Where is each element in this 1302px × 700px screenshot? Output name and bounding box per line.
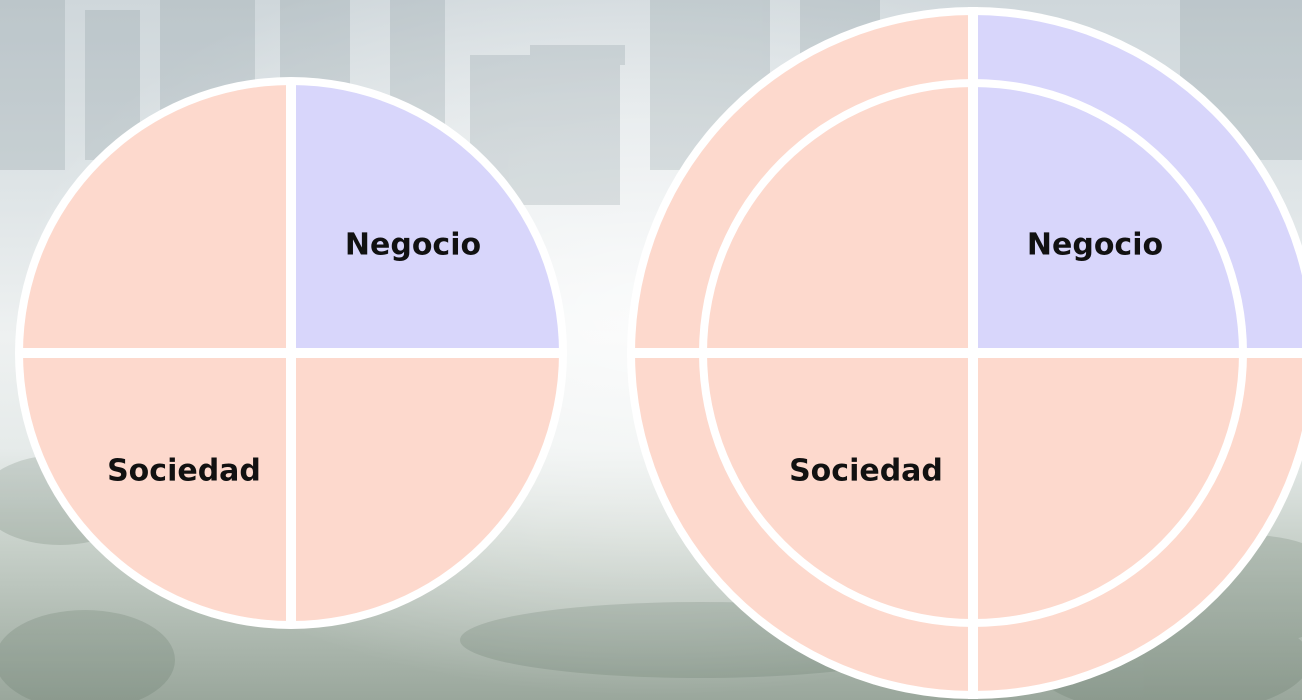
right-inner-top-left-quadrant — [707, 87, 973, 353]
right-circle-diagram: Negocio Sociedad — [627, 7, 1302, 699]
right-sociedad-label: Sociedad — [789, 454, 943, 489]
left-bottom-right-quadrant — [291, 353, 559, 621]
right-inner-bottom-right-quadrant — [973, 353, 1239, 619]
right-inner-bottom-left-quadrant — [707, 353, 973, 619]
left-negocio-label: Negocio — [345, 228, 481, 263]
right-negocio-label: Negocio — [1027, 228, 1163, 263]
left-sociedad-label: Sociedad — [107, 454, 261, 489]
left-circle-diagram: Negocio Sociedad — [15, 77, 567, 629]
left-top-right-quadrant — [291, 85, 559, 353]
left-top-left-quadrant — [23, 85, 291, 353]
left-bottom-left-quadrant — [23, 353, 291, 621]
right-inner-top-right-quadrant — [973, 87, 1239, 353]
